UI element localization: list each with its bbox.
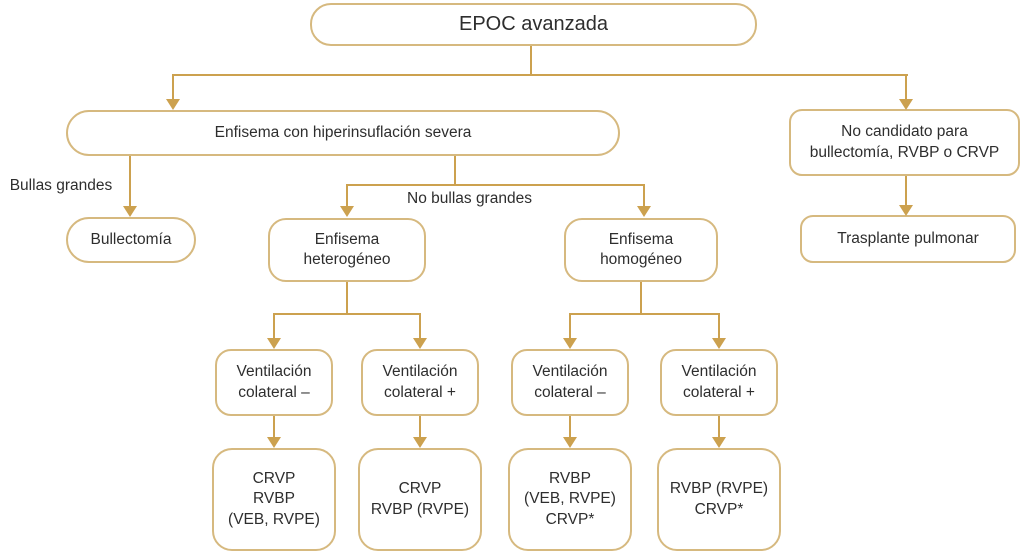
- connector-to-outcome-4: [718, 416, 720, 437]
- edge-label-bullas-grandes: Bullas grandes: [9, 177, 113, 194]
- connector-no-bullas-stub: [454, 156, 456, 185]
- arrowhead-to-outcome-4: [712, 437, 726, 448]
- arrowhead-to-heterogeneo: [340, 206, 354, 217]
- node-no-candidato: No candidato para bullectomía, RVBP o CR…: [789, 109, 1020, 176]
- connector-to-homogeneo: [643, 184, 645, 206]
- connector-homogeneo-branch: [569, 313, 720, 315]
- node-ventilacion-colateral-pos-hom: Ventilación colateral +: [660, 349, 778, 416]
- connector-homogeneo-stub: [640, 282, 642, 315]
- connector-to-heterogeneo: [346, 184, 348, 206]
- arrowhead-to-vc-pos-hom: [712, 338, 726, 349]
- connector-to-vc-neg-het: [273, 313, 275, 338]
- node-outcome-crvp-rvbp-veb-rvpe: CRVP RVBP (VEB, RVPE): [212, 448, 336, 551]
- connector-to-vc-pos-het: [419, 313, 421, 338]
- connector-to-vc-pos-hom: [718, 313, 720, 338]
- node-outcome-rvbp-rvpe-crvp: RVBP (RVPE) CRVP*: [657, 448, 781, 551]
- connector-to-vc-neg-hom: [569, 313, 571, 338]
- connector-to-outcome-2: [419, 416, 421, 437]
- arrowhead-to-homogeneo: [637, 206, 651, 217]
- node-ventilacion-colateral-neg-het: Ventilación colateral –: [215, 349, 333, 416]
- connector-heterogeneo-stub: [346, 282, 348, 315]
- connector-root-stub: [530, 46, 532, 75]
- arrowhead-to-hiperinsuflacion: [166, 99, 180, 110]
- node-ventilacion-colateral-neg-hom: Ventilación colateral –: [511, 349, 629, 416]
- arrowhead-to-outcome-3: [563, 437, 577, 448]
- arrowhead-to-no-candidato: [899, 99, 913, 110]
- connector-root-branch: [172, 74, 908, 76]
- connector-to-no-candidato: [905, 74, 907, 99]
- node-outcome-crvp-rvbp-rvpe: CRVP RVBP (RVPE): [358, 448, 482, 551]
- node-enfisema-heterogeneo: Enfisema heterogéneo: [268, 218, 426, 282]
- arrowhead-to-trasplante: [899, 205, 913, 216]
- node-ventilacion-colateral-pos-het: Ventilación colateral +: [361, 349, 479, 416]
- arrowhead-to-vc-neg-het: [267, 338, 281, 349]
- connector-to-outcome-1: [273, 416, 275, 437]
- connector-no-bullas-branch: [346, 184, 645, 186]
- connector-to-trasplante: [905, 176, 907, 205]
- node-enfisema-homogeneo: Enfisema homogéneo: [564, 218, 718, 282]
- node-enfisema-hiperinsuflacion-severa: Enfisema con hiperinsuflación severa: [66, 110, 620, 156]
- connector-to-bullectomia: [129, 156, 131, 206]
- node-trasplante-pulmonar: Trasplante pulmonar: [800, 215, 1016, 263]
- arrowhead-to-outcome-2: [413, 437, 427, 448]
- arrowhead-to-outcome-1: [267, 437, 281, 448]
- arrowhead-to-bullectomia: [123, 206, 137, 217]
- node-bullectomia: Bullectomía: [66, 217, 196, 263]
- node-epoc-avanzada: EPOC avanzada: [310, 3, 757, 46]
- arrowhead-to-vc-neg-hom: [563, 338, 577, 349]
- edge-label-no-bullas-grandes: No bullas grandes: [407, 190, 532, 207]
- connector-to-outcome-3: [569, 416, 571, 437]
- arrowhead-to-vc-pos-het: [413, 338, 427, 349]
- connector-heterogeneo-branch: [273, 313, 421, 315]
- node-outcome-rvbp-veb-rvpe-crvp: RVBP (VEB, RVPE) CRVP*: [508, 448, 632, 551]
- connector-to-hiperinsuflacion: [172, 74, 174, 99]
